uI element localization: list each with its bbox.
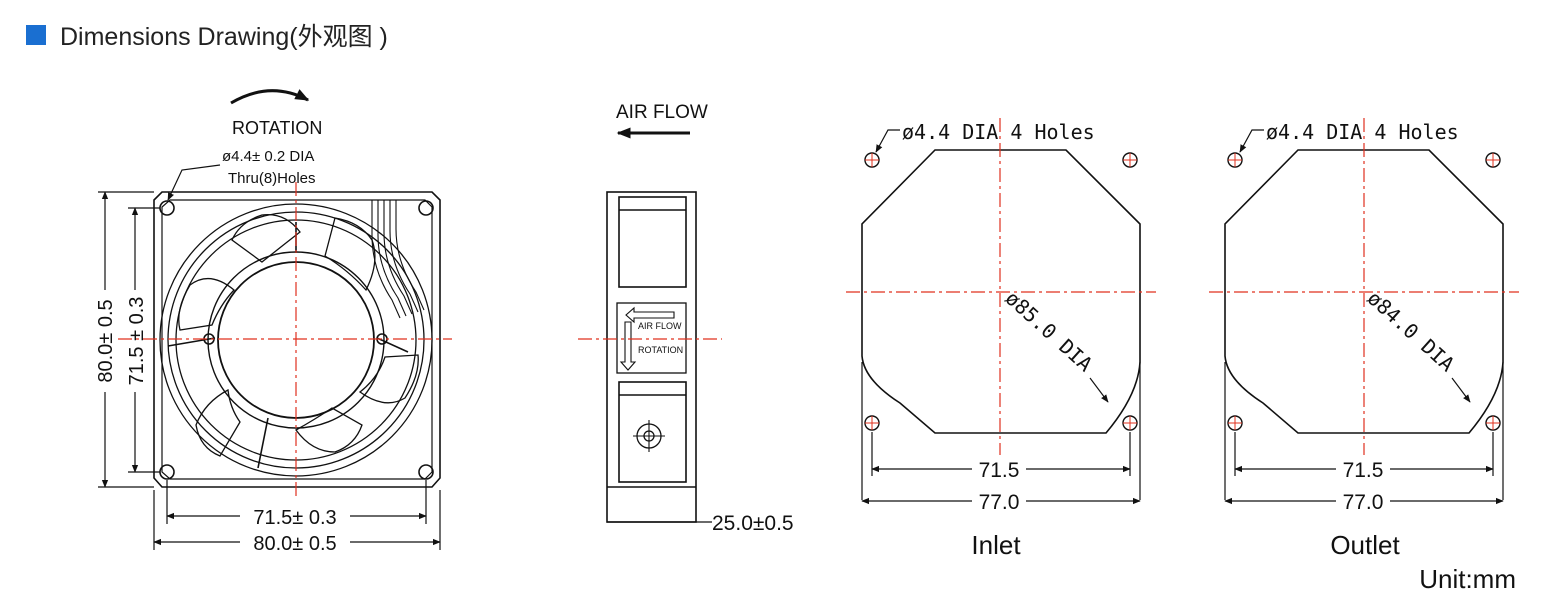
outlet-holes xyxy=(1227,152,1501,431)
outlet-diameter: ø84.0 DIA xyxy=(1363,286,1460,376)
dim-depth: 25.0±0.5 xyxy=(712,512,794,535)
rotation-arrow-icon xyxy=(230,89,310,105)
side-label-airflow: AIR FLOW xyxy=(638,321,682,331)
outlet-hole-note: ø4.4 DIA 4 Holes xyxy=(1266,120,1459,144)
hole-note-line-2: Thru(8)Holes xyxy=(228,170,316,187)
side-view xyxy=(578,127,722,523)
side-label-rotation: ROTATION xyxy=(638,345,683,355)
front-mounting-holes xyxy=(159,200,434,480)
outlet-view xyxy=(1209,118,1519,505)
airflow-label: AIR FLOW xyxy=(616,102,708,123)
front-view xyxy=(98,89,452,550)
dim-outer-vertical: 80.0± 0.5 xyxy=(95,299,117,382)
inlet-diameter: ø85.0 DIA xyxy=(1001,286,1098,376)
inlet-dim-inner: 71.5 xyxy=(979,459,1020,482)
dim-inner-horizontal: 71.5± 0.3 xyxy=(253,507,336,529)
dim-outer-horizontal: 80.0± 0.5 xyxy=(253,533,336,555)
inlet-hole-note: ø4.4 DIA 4 Holes xyxy=(902,120,1095,144)
section-title: Dimensions Drawing(外观图 ) xyxy=(60,23,388,51)
outlet-dim-inner: 71.5 xyxy=(1343,459,1384,482)
inlet-dim-outer: 77.0 xyxy=(979,491,1020,514)
inlet-holes xyxy=(864,152,1138,431)
rotation-label: ROTATION xyxy=(232,118,322,138)
inlet-outline xyxy=(861,149,1141,434)
unit-label: Unit:mm xyxy=(1419,564,1516,594)
lead-wires xyxy=(371,200,425,319)
fan-frame xyxy=(153,191,441,488)
inlet-view xyxy=(846,118,1156,505)
outlet-caption: Outlet xyxy=(1330,530,1400,560)
outlet-dim-outer: 77.0 xyxy=(1343,491,1384,514)
section-header: Dimensions Drawing(外观图 ) xyxy=(26,18,388,52)
dim-inner-vertical: 71.5 ± 0.3 xyxy=(126,297,148,386)
section-bullet-icon xyxy=(26,25,46,45)
fan-blades xyxy=(178,213,419,457)
inlet-caption: Inlet xyxy=(971,530,1021,560)
outlet-outline xyxy=(1224,149,1504,434)
hole-note-line-1: ø4.4± 0.2 DIA xyxy=(222,148,314,165)
